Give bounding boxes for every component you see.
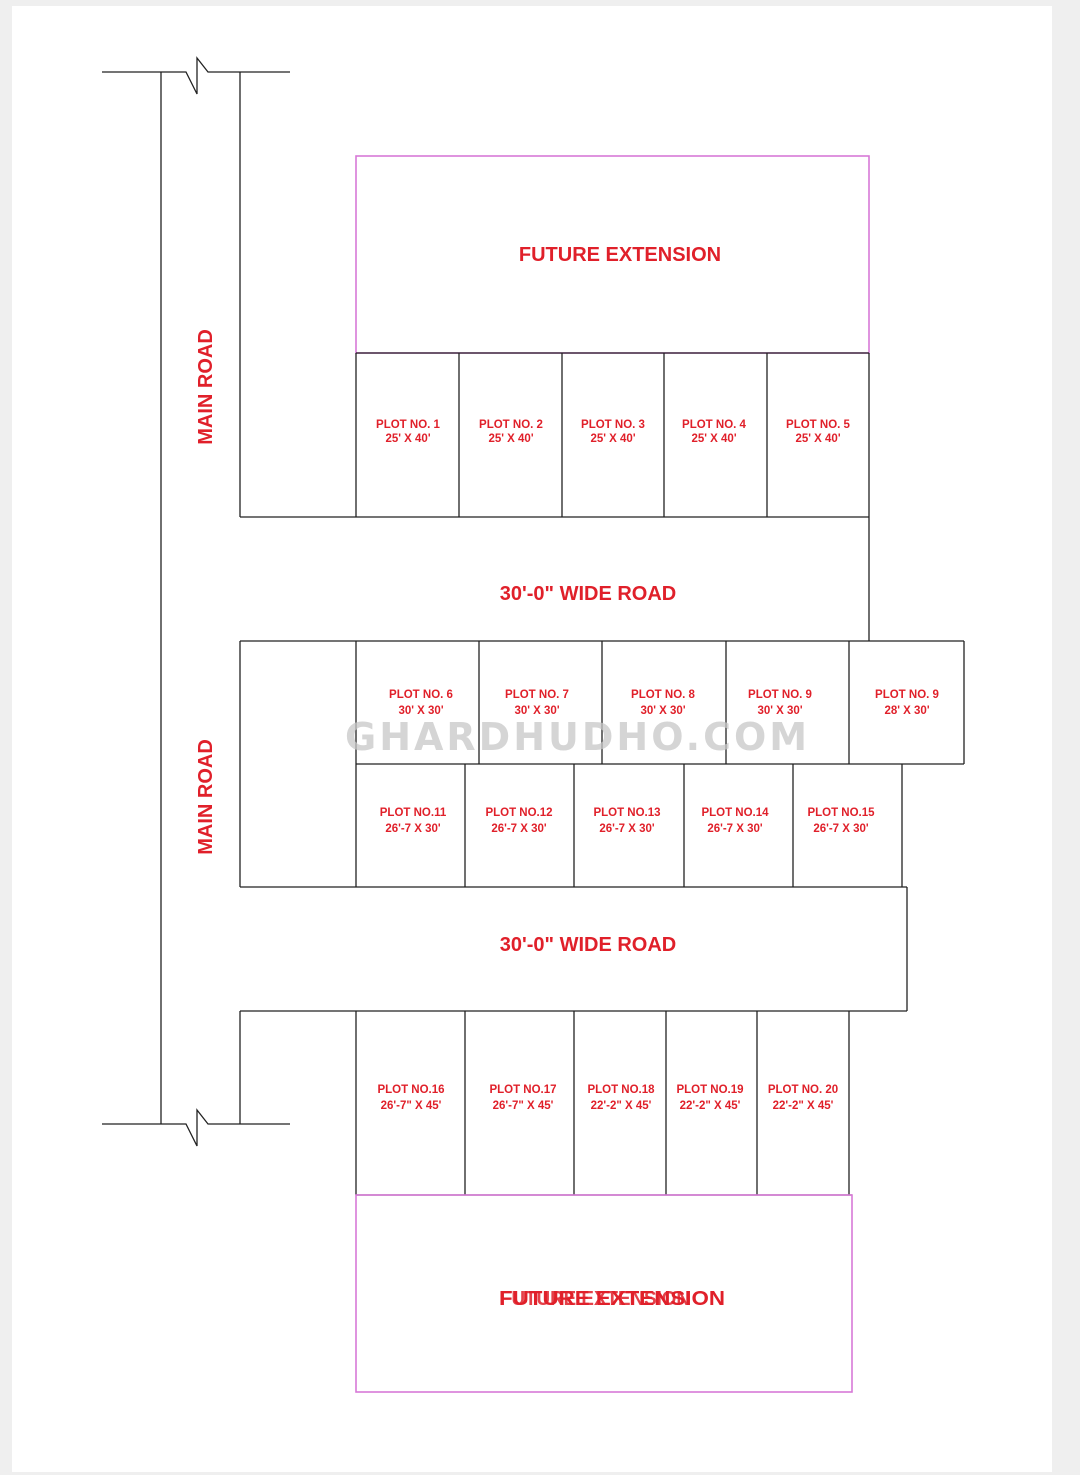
plot-label: PLOT NO.16 [377,1084,444,1096]
plot-size: 26'-7 X 30' [707,823,763,835]
plot-size: 25' X 40' [795,433,840,445]
plot-size: 30' X 30' [757,705,802,717]
row1-plots: PLOT NO. 1 25' X 40' PLOT NO. 2 25' X 40… [376,419,851,445]
wide-road-label-2: 30'-0" WIDE ROAD [500,934,676,956]
plot-label: PLOT NO. 8 [631,689,696,701]
main-road-label-2: MAIN ROAD [195,739,217,855]
plot-label: PLOT NO.18 [587,1084,655,1096]
plot-label: PLOT NO.15 [807,807,875,819]
future-extension-bottom [355,1194,853,1393]
plot-label: PLOT NO. 20 [768,1084,838,1096]
main-road-label-1: MAIN ROAD [195,329,217,445]
drawing-sheet [12,6,1052,1472]
plot-label: PLOT NO.11 [380,807,447,819]
plot-label: PLOT NO. 9 [748,689,812,701]
plot-label: PLOT NO. 2 [479,419,543,431]
plot-size: 30' X 30' [398,705,443,717]
plot-size: 22'-2" X 45' [773,1100,834,1112]
plot-size: 22'-2" X 45' [591,1100,652,1112]
row2-plots: PLOT NO. 6 30' X 30' PLOT NO. 7 30' X 30… [389,689,939,717]
plot-label: PLOT NO. 1 [376,419,441,431]
plot-label: PLOT NO.13 [593,807,660,819]
plot-size: 30' X 30' [514,705,559,717]
row4-plots: PLOT NO.16 26'-7" X 45' PLOT NO.17 26'-7… [377,1084,838,1112]
plot-label: PLOT NO. 3 [581,419,645,431]
plot-size: 30' X 30' [640,705,685,717]
plot-label: PLOT NO.12 [485,807,552,819]
plot-size: 26'-7 X 30' [813,823,869,835]
row3-plots: PLOT NO.11 26'-7 X 30' PLOT NO.12 26'-7 … [380,807,875,835]
plot-label: PLOT NO.14 [701,807,769,819]
plot-size: 25' X 40' [691,433,736,445]
plot-label: PLOT NO. 6 [389,689,453,701]
future-extension-top-label: FUTURE EXTENSION [519,244,721,266]
top-break-line [102,56,290,95]
plot-label: PLOT NO.17 [489,1084,556,1096]
plot-label: PLOT NO. 7 [505,689,569,701]
plot-size: 26'-7 X 30' [599,823,655,835]
plot-label: PLOT NO. 4 [682,419,747,431]
plot-size: 28' X 30' [884,705,929,717]
future-extension-bottom-label: FUTURE EXTENSION [499,1288,725,1310]
plot-size: 26'-7" X 45' [493,1100,554,1112]
plot-size: 26'-7 X 30' [385,823,441,835]
row1-lines [240,352,870,641]
watermark: GHARDHUDHO.COM [345,715,810,759]
plot-label: PLOT NO.19 [676,1084,743,1096]
plot-label: PLOT NO. 5 [786,419,851,431]
plot-size: 25' X 40' [385,433,430,445]
plot-size: 26'-7 X 30' [491,823,547,835]
plot-size: 22'-2" X 45' [680,1100,741,1112]
plot-size: 26'-7" X 45' [381,1100,442,1112]
plot-size: 25' X 40' [590,433,635,445]
bottom-break-line [102,1108,290,1147]
plot-label: PLOT NO. 9 [875,689,939,701]
plot-size: 25' X 40' [488,433,533,445]
row2-row3-lines [240,640,965,888]
future-extension-bottom-label-overprint: FUTURE EXTENSION [500,1288,690,1310]
wide-road-label-1: 30'-0" WIDE ROAD [500,583,676,605]
